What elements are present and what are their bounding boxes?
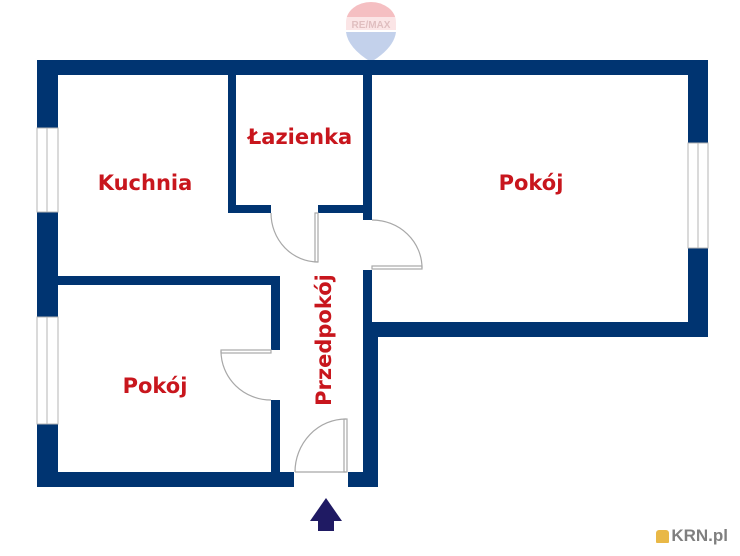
room-label-kitchen: Kuchnia [98, 171, 193, 195]
doors [220, 212, 423, 473]
source-badge: KRN.pl [656, 526, 728, 546]
door-small-room [220, 349, 272, 401]
room-label-small-room: Pokój [123, 374, 188, 398]
source-badge-text: KRN.pl [671, 526, 728, 545]
door-bathroom [270, 212, 319, 263]
window-kitchen [36, 127, 59, 213]
room-label-large-room: Pokój [499, 171, 564, 195]
window-large-room [687, 142, 709, 249]
entrance-arrow-icon [310, 498, 342, 531]
remax-balloon-watermark: RE/MAX [346, 2, 396, 62]
walls [37, 60, 708, 487]
windows [36, 127, 709, 425]
room-label-hallway: Przedpokój [312, 274, 336, 406]
room-label-bathroom: Łazienka [247, 125, 352, 149]
door-entrance [294, 418, 348, 473]
svg-text:RE/MAX: RE/MAX [352, 20, 391, 31]
house-icon [656, 529, 670, 543]
door-large-room [371, 219, 423, 270]
window-small-room [36, 316, 59, 425]
